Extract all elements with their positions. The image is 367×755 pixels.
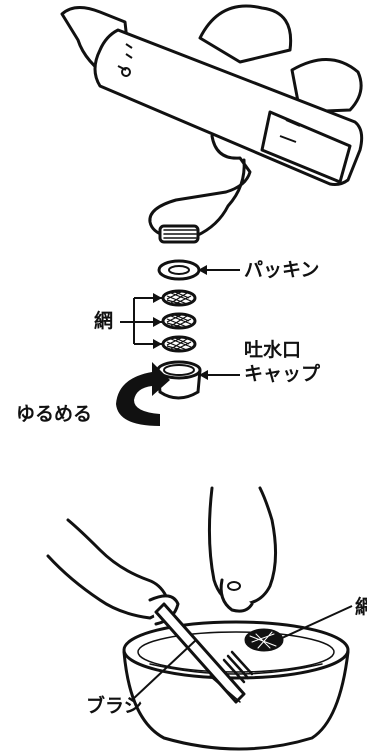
brush-leader-line	[131, 639, 197, 701]
mesh-leader-line	[281, 605, 353, 639]
mesh-cut-label: 網	[355, 596, 367, 618]
leader-arrowheads	[153, 265, 208, 380]
spout-cap-label-line2: キャップ	[244, 363, 321, 385]
right-arm	[207, 486, 278, 606]
mesh-label: 網	[94, 310, 114, 332]
cleaning-illustration	[46, 486, 350, 751]
brush-label: ブラシ	[86, 695, 143, 717]
brush-handle	[154, 602, 246, 704]
handle-wing-right	[290, 58, 363, 114]
packing-label: パッキン	[244, 259, 320, 281]
left-arm	[46, 518, 168, 620]
faucet-body	[93, 28, 364, 186]
spout-cap-label-line1: 吐水口	[244, 339, 302, 361]
flow-handle	[260, 110, 352, 184]
brush-bristles	[222, 650, 254, 684]
held-mesh-disc	[244, 628, 284, 652]
loosen-arrow	[116, 362, 170, 426]
exploded-parts	[156, 259, 202, 400]
handle-wing-top	[198, 4, 293, 64]
spout-neck	[148, 134, 252, 238]
loosen-label: ゆるめる	[16, 403, 93, 425]
